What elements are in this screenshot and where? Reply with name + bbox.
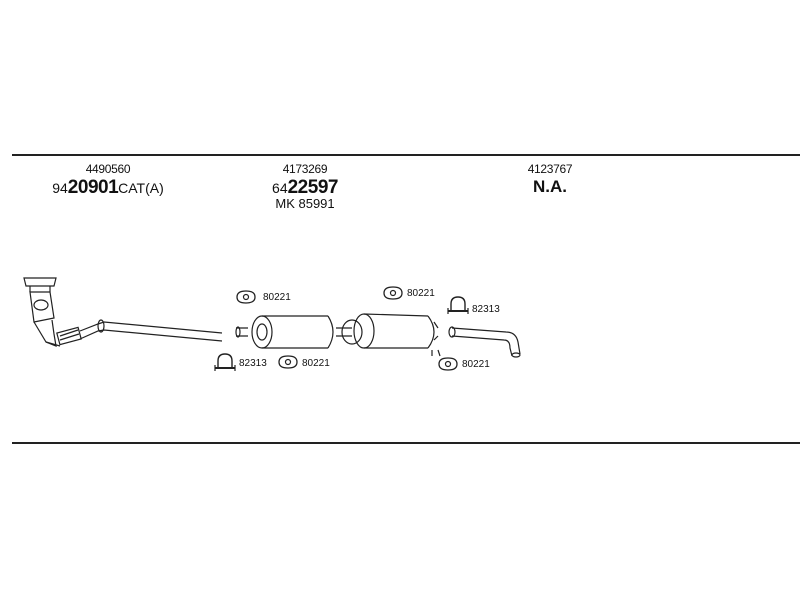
bottom-divider-line [12, 442, 800, 444]
rear-muffler-drawing [353, 313, 439, 349]
catalytic-converter-oe-number: 4490560 [85, 162, 131, 176]
top-divider-line [12, 154, 800, 156]
muffler-part-number: 6422597 [272, 178, 338, 197]
clamp-icon [214, 353, 236, 371]
tail-pipe-oe-number: 4123767 [527, 162, 573, 176]
gasket-icon [236, 290, 256, 304]
front-muffler-drawing [235, 315, 363, 349]
part-number-prefix: 64 [272, 180, 288, 196]
part-number-prefix: 94 [52, 180, 68, 196]
catalytic-converter-part-number: 9420901CAT(A) [52, 178, 164, 197]
gasket-icon [383, 286, 403, 300]
muffler-oe-number: 4173269 [282, 162, 328, 176]
part-number-main: 20901 [67, 177, 119, 198]
clamp-part-number: 82313 [239, 358, 267, 369]
muffler-mounting-kit-label: MK 85991 [275, 196, 335, 211]
clamp-part-number: 82313 [472, 304, 500, 315]
gasket-part-number: 80221 [462, 359, 490, 370]
gasket-icon [278, 355, 298, 369]
tail-pipe-drawing [448, 326, 521, 358]
tail-pipe-not-available: N.A. [533, 177, 567, 196]
gasket-icon [438, 357, 458, 371]
part-number-suffix: CAT(A) [118, 180, 164, 196]
catalytic-converter-drawing [23, 277, 82, 347]
hanger-bracket [431, 349, 441, 357]
part-number-main: 22597 [287, 177, 339, 198]
clamp-icon [447, 296, 469, 314]
gasket-part-number: 80221 [302, 358, 330, 369]
gasket-part-number: 80221 [407, 288, 435, 299]
front-pipe-drawing [79, 319, 223, 342]
gasket-part-number: 80221 [263, 292, 291, 303]
